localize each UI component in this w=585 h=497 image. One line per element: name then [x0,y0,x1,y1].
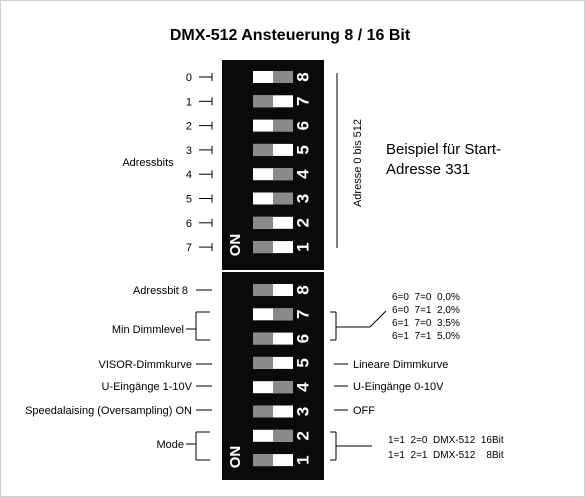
lower-switch-knob-8 [253,284,273,296]
bit-label-4: 4 [186,169,192,181]
upper-switch-number-3: 3 [294,194,313,203]
lower-switch-number-5: 5 [294,358,313,367]
lower-switch-knob-2 [273,429,293,442]
lower-switch-knob-1 [253,454,273,467]
upper-switch-knob-7 [253,95,273,108]
upper-switch-number-6: 6 [294,121,313,130]
upper-switch-number-8: 8 [294,72,313,81]
lower-switch-knob-5 [253,356,273,369]
upper-bit-labels: 0 1 2 3 4 5 6 7 [186,72,213,254]
lower-switch-knob-3 [253,405,273,418]
lower-dip-block [222,272,324,480]
address-range-label: Adresse 0 bis 512 [352,119,364,207]
bit-label-3: 3 [186,145,192,157]
upper-switch-knob-4 [273,168,293,181]
bit-label-2: 2 [186,121,192,133]
lower-switch-number-7: 7 [294,310,313,319]
adressbits-label: Adressbits [122,157,174,169]
mode-table-row-2: 1=1 2=1 DMX-512 8Bit [388,450,504,461]
dimm-table-row-3: 6=1 7=0 3,5% [392,318,460,329]
lower-switch-group: 8 7 6 5 4 3 2 1 [253,284,313,467]
lower-switch-knob-4 [273,381,293,394]
lower-switch-number-4: 4 [294,382,313,392]
upper-switch-knob-1 [253,241,273,254]
upper-switch-knob-8 [273,71,293,83]
linear-label: Lineare Dimmkurve [353,359,448,371]
example-line-1: Beispiel für Start- [386,141,501,158]
dimm-table-row-1: 6=0 7=0 0,0% [392,292,460,303]
dimm-table-row-2: 6=0 7=1 2,0% [392,305,460,316]
u-out-label: U-Eingänge 0-10V [353,381,444,393]
lower-switch-knob-7 [273,308,293,321]
upper-switch-number-4: 4 [294,169,313,179]
upper-switch-number-7: 7 [294,97,313,106]
on-label-lower: ON [227,446,244,469]
mode-label: Mode [156,439,184,451]
upper-dip-block [222,60,324,270]
bit-label-7: 7 [186,242,192,254]
lower-switch-number-1: 1 [294,455,313,464]
lower-switch-knob-6 [253,332,273,345]
lower-switch-number-3: 3 [294,407,313,416]
bit-label-1: 1 [186,96,192,108]
bit-label-6: 6 [186,218,192,230]
lower-switch-number-6: 6 [294,334,313,343]
bit-label-5: 5 [186,194,192,206]
upper-switch-group: 8 7 6 5 4 3 2 1 [253,71,313,254]
visor-label: VISOR-Dimmkurve [98,359,192,371]
lower-switch-number-8: 8 [294,285,313,294]
upper-switch-knob-2 [253,216,273,229]
upper-switch-knob-6 [273,119,293,132]
dimm-table-row-4: 6=1 7=1 5,0% [392,331,460,342]
diagram-title: DMX-512 Ansteuerung 8 / 16 Bit [170,27,411,44]
u-in-label: U-Eingänge 1-10V [101,381,192,393]
min-dimm-label: Min Dimmlevel [112,324,184,336]
upper-switch-number-2: 2 [294,218,313,227]
example-line-2: Adresse 331 [386,161,470,178]
lower-switch-number-2: 2 [294,431,313,440]
adressbit8-label: Adressbit 8 [133,285,188,297]
on-label-upper: ON [227,234,244,257]
upper-switch-knob-5 [253,143,273,156]
bit-label-0: 0 [186,72,192,84]
dimm-pointer-diag [369,310,387,328]
off-label: OFF [353,405,375,417]
speed-label: Speedalaising (Oversampling) ON [25,405,192,417]
upper-switch-number-1: 1 [294,242,313,251]
upper-switch-knob-3 [273,192,293,205]
upper-switch-number-5: 5 [294,145,313,154]
mode-table-row-1: 1=1 2=0 DMX-512 16Bit [388,435,504,446]
